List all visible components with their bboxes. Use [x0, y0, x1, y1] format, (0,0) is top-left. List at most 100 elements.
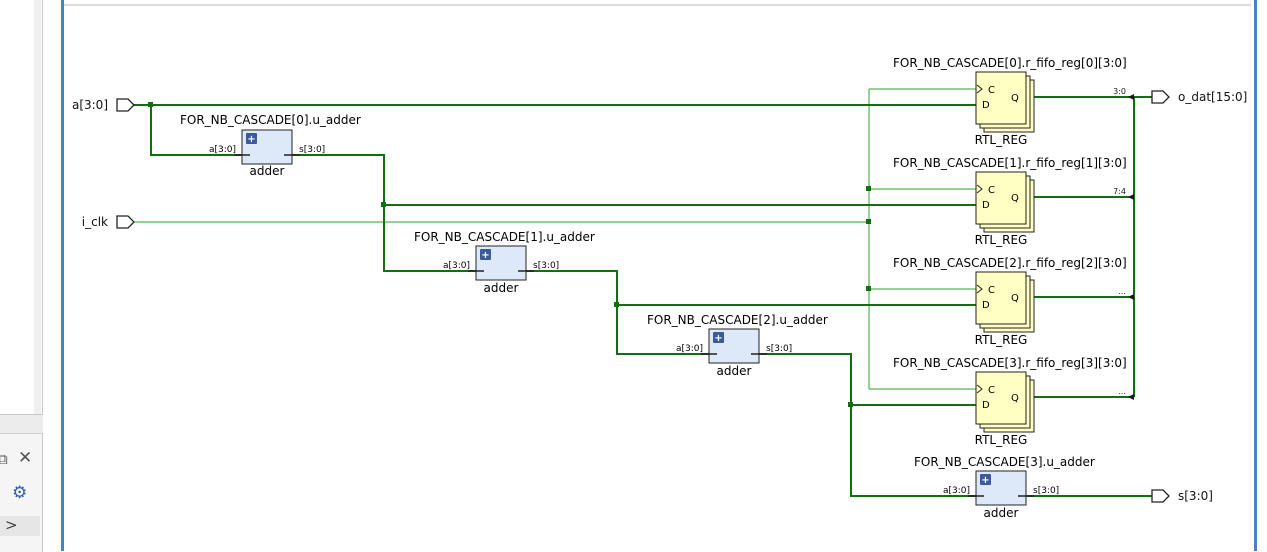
plus-glyph: + [247, 134, 255, 145]
register-pin-c: C [988, 185, 995, 196]
bus-label-reg2: ... [1118, 287, 1126, 296]
bus-label-reg1: 7:4 [1113, 187, 1126, 196]
register-body[interactable] [975, 371, 1027, 425]
close-icon[interactable]: ✕ [18, 448, 33, 468]
register-pin-q: Q [1011, 393, 1019, 404]
junction-dot [866, 219, 871, 224]
port-o-dat-icon[interactable] [1151, 90, 1170, 104]
junctions [148, 102, 871, 407]
register-pin-q: Q [1011, 293, 1019, 304]
plus-glyph: + [981, 475, 989, 486]
register-3[interactable]: FOR_NB_CASCADE[3].r_fifo_reg[3][3:0] C D… [893, 356, 1127, 447]
schematic-top-border [64, 4, 1251, 6]
bus-label-reg0: 3:0 [1113, 87, 1126, 96]
adder-in-pin: a[3:0] [443, 261, 470, 271]
register-pin-d: D [982, 100, 990, 111]
adder-3[interactable]: FOR_NB_CASCADE[3].u_adder + a[3:0] s[3:0… [914, 455, 1095, 520]
register-type: RTL_REG [975, 233, 1028, 247]
junction-dot [614, 302, 619, 307]
register-instance-name: FOR_NB_CASCADE[3].r_fifo_reg[3][3:0] [893, 356, 1127, 370]
adder-1[interactable]: FOR_NB_CASCADE[1].u_adder + a[3:0] s[3:0… [414, 230, 595, 295]
adder-2[interactable]: FOR_NB_CASCADE[2].u_adder + a[3:0] s[3:0… [647, 313, 828, 378]
expand-plus-icon[interactable] [713, 332, 724, 343]
panel-divider[interactable] [0, 415, 43, 433]
register-instance-name: FOR_NB_CASCADE[1].r_fifo_reg[1][3:0] [893, 156, 1127, 170]
clock-pin-triangle [976, 384, 983, 394]
port-i-clk-label: i_clk [82, 215, 108, 229]
adder-out-pin: s[3:0] [299, 145, 325, 155]
clock-pin-triangle [976, 84, 983, 94]
adder-instance-name: FOR_NB_CASCADE[1].u_adder [414, 230, 595, 244]
gear-icon[interactable]: ⚙ [12, 483, 28, 503]
expand-plus-icon[interactable] [480, 249, 491, 260]
register-pin-c: C [988, 385, 995, 396]
net-adder0-out[interactable] [292, 154, 476, 272]
register-pin-d: D [982, 200, 990, 211]
register-pin-d: D [982, 300, 990, 311]
adder-in-pin: a[3:0] [676, 344, 703, 354]
register-pin-d: D [982, 400, 990, 411]
expand-row[interactable]: > [0, 516, 40, 536]
bus-ripper-arrow [1128, 94, 1134, 100]
adder-instance-name: FOR_NB_CASCADE[3].u_adder [914, 455, 1095, 469]
left-panel-top [0, 0, 43, 415]
adder-type: adder [250, 164, 285, 178]
net-adder1-out[interactable] [526, 270, 709, 355]
bus-ripper-arrow [1128, 194, 1134, 200]
register-pin-c: C [988, 285, 995, 296]
junction-dot [866, 186, 871, 191]
data-nets[interactable] [134, 96, 1152, 497]
port-i-clk-icon[interactable] [116, 215, 135, 229]
register-body[interactable] [975, 171, 1027, 225]
junction-dot [848, 402, 853, 407]
port-o-dat-label: o_dat[15:0] [1178, 90, 1247, 104]
register-2[interactable]: FOR_NB_CASCADE[2].r_fifo_reg[2][3:0] C D… [893, 256, 1127, 347]
clock-pin-triangle [976, 284, 983, 294]
bus-rippers: 3:0 7:4 ... ... [1113, 87, 1134, 400]
adder-instance-name: FOR_NB_CASCADE[0].u_adder [180, 113, 361, 127]
adder-0[interactable]: FOR_NB_CASCADE[0].u_adder + a[3:0] s[3:0… [180, 113, 361, 178]
register-1[interactable]: FOR_NB_CASCADE[1].r_fifo_reg[1][3:0] C D… [893, 156, 1127, 247]
restore-icon[interactable]: ⧉ [0, 450, 8, 468]
adder-out-pin: s[3:0] [766, 344, 792, 354]
adder-type: adder [717, 364, 752, 378]
bus-label-reg3: ... [1118, 387, 1126, 396]
register-type: RTL_REG [975, 433, 1028, 447]
register-type: RTL_REG [975, 333, 1028, 347]
port-s-icon[interactable] [1151, 489, 1170, 503]
left-panel-scrollbar[interactable] [34, 0, 41, 414]
bus-ripper-arrow [1128, 394, 1134, 400]
expand-plus-icon[interactable] [980, 474, 991, 485]
adder-instance-name: FOR_NB_CASCADE[2].u_adder [647, 313, 828, 327]
register-pin-q: Q [1011, 193, 1019, 204]
register-body[interactable] [975, 71, 1027, 125]
adder-in-pin: a[3:0] [209, 145, 236, 155]
junction-dot [381, 202, 386, 207]
adder-in-pin: a[3:0] [943, 486, 970, 496]
register-instance-name: FOR_NB_CASCADE[2].r_fifo_reg[2][3:0] [893, 256, 1127, 270]
register-0[interactable]: FOR_NB_CASCADE[0].r_fifo_reg[0][3:0] C D… [893, 56, 1127, 147]
net-a-to-adder0[interactable] [150, 105, 242, 156]
clock-pin-triangle [976, 184, 983, 194]
junction-dot [148, 102, 153, 107]
plus-glyph: + [714, 333, 722, 344]
port-s-label: s[3:0] [1178, 489, 1213, 503]
clock-net[interactable] [134, 88, 976, 390]
adder-out-pin: s[3:0] [1033, 486, 1059, 496]
schematic-canvas[interactable] [61, 0, 1257, 551]
register-pin-c: C [988, 85, 995, 96]
plus-glyph: + [481, 250, 489, 261]
adder-type: adder [484, 281, 519, 295]
port-a-icon[interactable] [116, 98, 135, 112]
bus-ripper-arrow [1128, 294, 1134, 300]
chevron-right-icon[interactable]: > [5, 516, 18, 534]
register-body[interactable] [975, 271, 1027, 325]
adder-out-pin: s[3:0] [533, 261, 559, 271]
expand-plus-icon[interactable] [246, 133, 257, 144]
register-instance-name: FOR_NB_CASCADE[0].r_fifo_reg[0][3:0] [893, 56, 1127, 70]
register-pin-q: Q [1011, 93, 1019, 104]
register-type: RTL_REG [975, 133, 1028, 147]
net-adder2-out[interactable] [759, 353, 976, 497]
junction-dot [866, 286, 871, 291]
